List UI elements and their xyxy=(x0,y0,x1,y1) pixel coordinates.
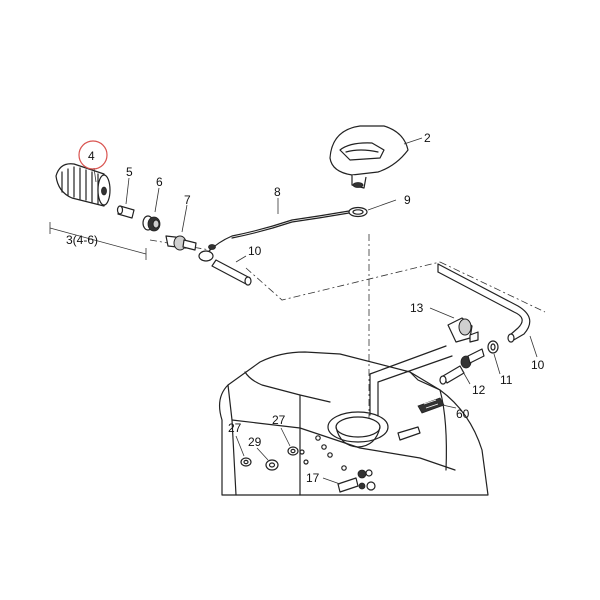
filter-4 xyxy=(55,163,111,207)
callout-13: 13 xyxy=(410,301,424,315)
grommet-6 xyxy=(142,215,161,232)
o-ring-11 xyxy=(487,340,499,354)
callout-27-right: 27 xyxy=(272,413,286,427)
callout-27-left: 27 xyxy=(228,421,242,435)
washer-27-left xyxy=(240,457,252,467)
fitting-12 xyxy=(439,348,485,385)
pipe-10-center xyxy=(211,259,252,286)
callout-4: 4 xyxy=(88,149,95,163)
callout-10-center: 10 xyxy=(248,244,262,258)
washer-27-right xyxy=(287,446,299,456)
callout-7: 7 xyxy=(184,193,191,207)
callout-12: 12 xyxy=(472,383,486,397)
callout-60: 60 xyxy=(456,407,470,421)
fuel-tank xyxy=(218,351,489,496)
fitting-7 xyxy=(165,235,197,251)
callout-8: 8 xyxy=(274,185,281,199)
callout-5: 5 xyxy=(126,165,133,179)
fitting-13 xyxy=(447,317,479,343)
washer-29 xyxy=(265,459,279,471)
callout-17: 17 xyxy=(306,471,320,485)
pipe-10-right xyxy=(437,263,531,343)
fuel-cap-2 xyxy=(329,125,409,189)
callout-29: 29 xyxy=(248,435,262,449)
highlight-circle xyxy=(78,140,108,170)
callout-10-right: 10 xyxy=(531,358,545,372)
callout-2: 2 xyxy=(424,131,431,145)
callout-9: 9 xyxy=(404,193,411,207)
callout-11: 11 xyxy=(500,373,513,387)
pin-5 xyxy=(116,205,135,219)
callout-3: 3(4-6) xyxy=(66,233,98,247)
callout-6: 6 xyxy=(156,175,163,189)
fitting-17 xyxy=(337,469,376,493)
cord-8 xyxy=(198,210,350,262)
ring-9 xyxy=(348,206,368,218)
